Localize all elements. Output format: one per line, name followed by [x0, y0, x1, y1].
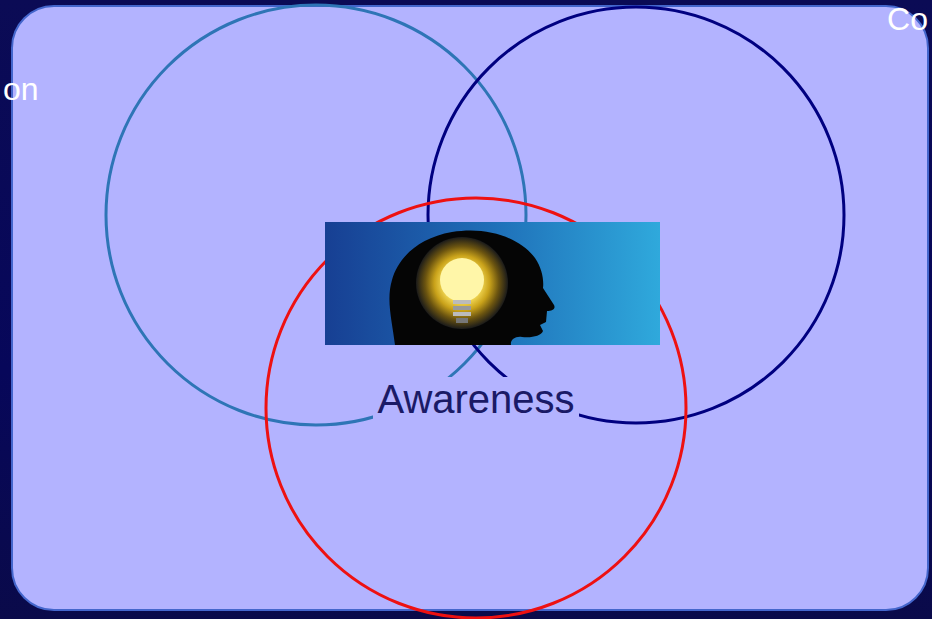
venn-circle	[428, 7, 844, 423]
venn-circle	[106, 5, 526, 425]
intersection-label: Awareness	[373, 377, 578, 421]
idea-picture	[325, 222, 660, 345]
slide-label: Co	[887, 2, 928, 37]
slide-label: on	[3, 72, 39, 107]
background-panel	[12, 6, 928, 610]
venn-circle	[266, 198, 686, 618]
